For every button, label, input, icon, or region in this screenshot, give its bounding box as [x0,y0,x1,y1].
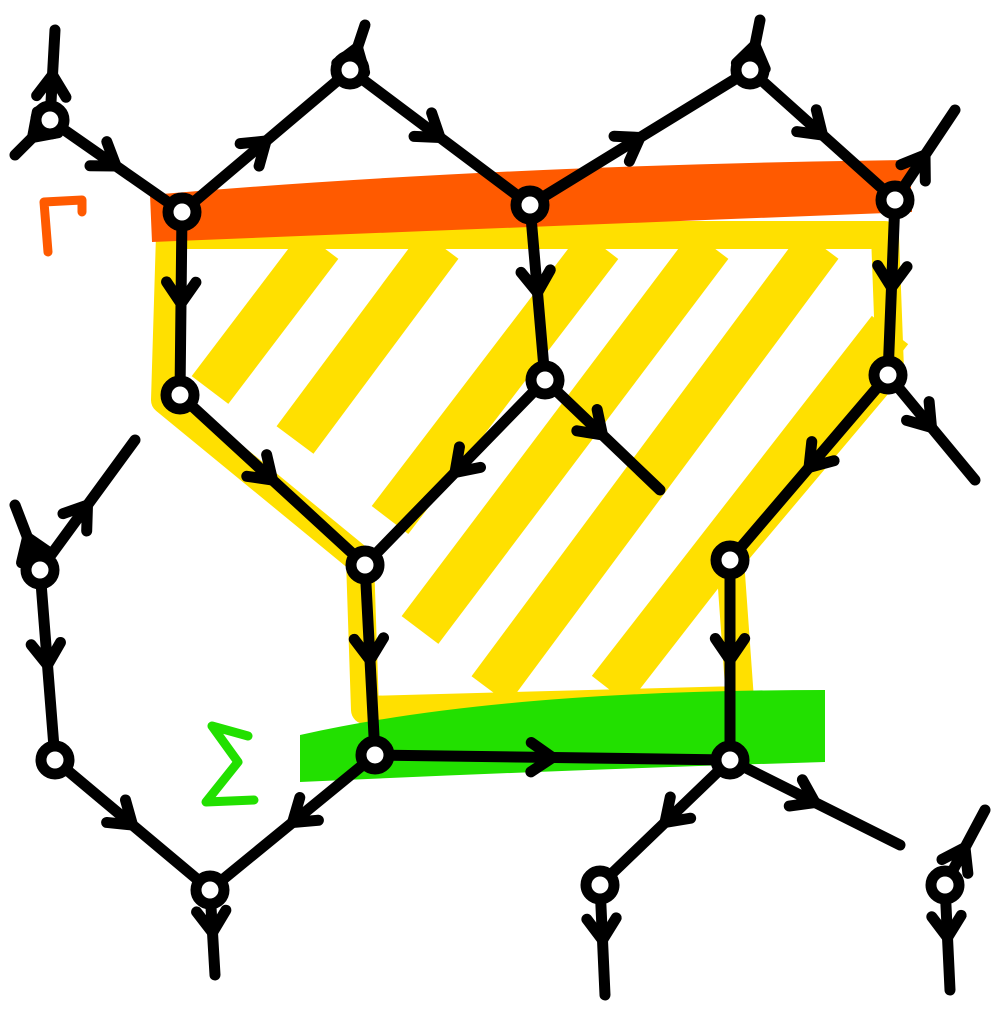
circle-vertex-icon [20,550,60,590]
arrow-icon [901,396,937,433]
circle-vertex-icon [525,360,565,400]
arrow-icon [791,104,828,141]
arrow-icon [581,912,622,946]
nodes [20,50,965,910]
hatch-stripes [191,231,909,705]
arrow-icon [659,791,697,828]
top-band-label-glyph [39,195,87,257]
arrow-icon [515,264,556,298]
circle-vertex-icon [875,180,915,220]
circle-vertex-icon [355,735,395,775]
arrow-icon [25,636,66,671]
arrow-icon [16,532,55,569]
arrow-icon [936,842,974,879]
arrow-icon [31,69,72,103]
arrow-icon [608,130,646,167]
top-band-label: Γ [39,195,87,257]
bottom-band-label: Σ [201,721,259,807]
circle-vertex-icon [510,185,550,225]
hatch-stripe [401,231,729,644]
arrow-icon [709,633,751,666]
arrow-icon [57,499,93,537]
circle-vertex-icon [925,865,965,905]
circle-vertex-icon [330,50,370,90]
arrow-icon [895,149,931,187]
arrow-icon [408,107,446,143]
bottom-band-label-glyph [201,721,259,807]
arrow-icon [926,909,967,943]
arrow-icon [161,276,202,309]
arrow-icon [101,794,138,831]
arrow-icon [287,792,324,828]
hatch-stripe [591,315,909,705]
arrow-icon [571,404,608,441]
arrow-icon [84,136,122,172]
hatch-stripe [276,231,459,454]
circle-vertex-icon [710,540,750,580]
arrow-icon [348,632,390,666]
arrow-icon [525,737,558,778]
circle-vertex-icon [30,100,70,140]
hatch-stripe [371,231,619,534]
circle-vertex-icon [190,870,230,910]
circle-vertex-icon [580,865,620,905]
circle-vertex-icon [868,355,908,395]
arrow-icon [783,774,821,812]
hatch-stripe [191,231,339,404]
arrow-icon [872,259,913,293]
arrow-icon [449,441,486,478]
circle-vertex-icon [345,545,385,585]
hatch-stripe [471,231,839,704]
circle-vertex-icon [162,192,202,232]
arrow-icon [803,436,840,473]
circle-vertex-icon [730,50,770,90]
circle-vertex-icon [710,740,750,780]
circle-vertex-icon [35,740,75,780]
arrow-icon [191,904,232,938]
circle-vertex-icon [160,375,200,415]
arrow-icon [241,449,278,486]
arrow-icon [234,135,272,172]
